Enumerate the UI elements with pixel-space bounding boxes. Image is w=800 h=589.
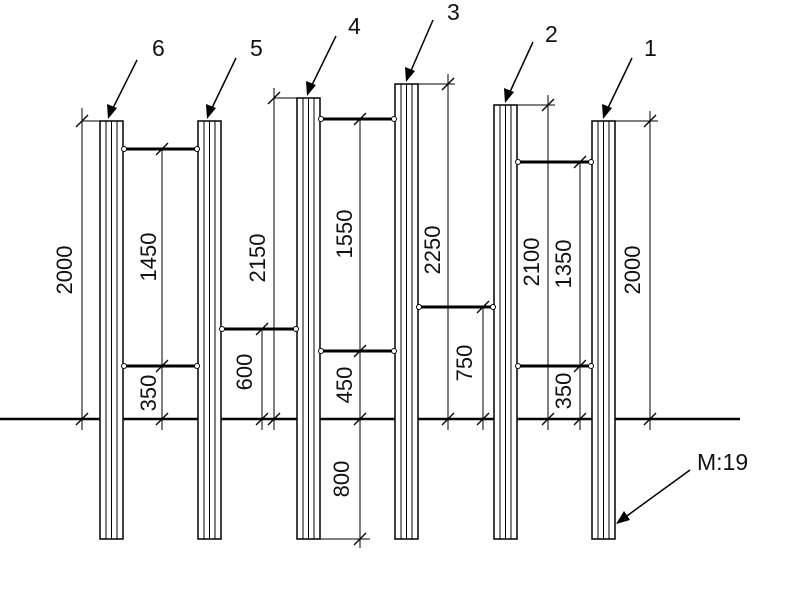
dim-label-post6-height: 2000 [52,246,77,295]
post-1 [591,120,616,540]
post-6 [99,120,124,540]
dim-label-post4-embed: 800 [329,461,354,498]
dim-label-post54-bar: 600 [232,354,257,391]
dim-line-post54 [255,88,297,430]
post-number-3: 3 [447,0,460,25]
post-number-4: 4 [348,13,361,39]
dim-line-post6-height [75,108,100,430]
dim-line-post1-height [615,111,658,430]
callout-post-3: 3 [405,0,460,82]
callout-post-1: 1 [602,35,657,119]
bar-6-5-lower [121,363,200,369]
mark-label: M:19 [697,449,748,475]
dim-label-post43-lower: 450 [332,367,357,404]
dim-label-post65-upper: 1450 [136,233,161,282]
post-5 [197,120,222,540]
callout-post-5: 5 [206,35,263,119]
post-4 [296,97,321,540]
dim-label-post21-lower: 350 [551,373,576,410]
dim-label-post5-height: 2150 [245,234,270,283]
dim-label-post32-bar: 750 [452,345,477,382]
dim-line-post43 [320,112,370,548]
callout-post-4: 4 [306,13,361,96]
bar-3-2 [416,304,496,310]
dim-label-post21-upper: 1350 [551,240,576,289]
dim-line-post65 [155,142,169,430]
bar-5-4 [219,326,299,332]
bar-4-3-upper [318,116,397,122]
dim-line-post32 [418,74,490,430]
callout-post-2: 2 [504,21,558,103]
dim-line-post21 [517,95,587,430]
callout-post-6: 6 [107,35,165,119]
post-number-1: 1 [644,35,657,61]
bar-6-5-upper [121,146,200,152]
post-2 [493,104,518,540]
post-number-5: 5 [250,35,263,61]
post-number-2: 2 [545,21,558,47]
bar-4-3-lower [318,348,397,354]
callout-mark: M:19 [616,449,748,524]
dim-label-post1-height: 2000 [620,246,645,295]
dim-label-post65-lower: 350 [136,375,161,412]
dim-label-post3-height: 2250 [420,226,445,275]
dim-label-post43-upper: 1550 [332,210,357,259]
post-number-6: 6 [152,35,165,61]
post-3 [394,83,419,540]
dim-label-post2-height: 2100 [519,238,544,287]
